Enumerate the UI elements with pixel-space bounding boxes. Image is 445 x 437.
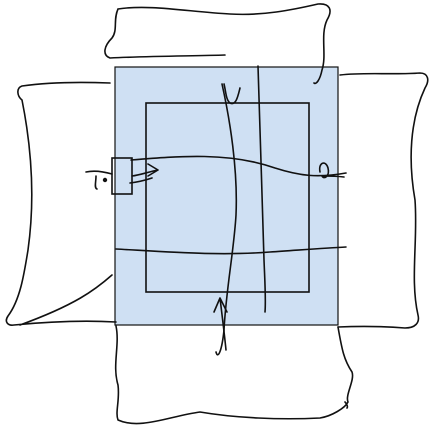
left-flap-sketch [6, 82, 116, 325]
bottom-flap-sketch [116, 326, 353, 424]
connector-dot [103, 178, 107, 182]
right-flap-sketch [338, 73, 428, 328]
